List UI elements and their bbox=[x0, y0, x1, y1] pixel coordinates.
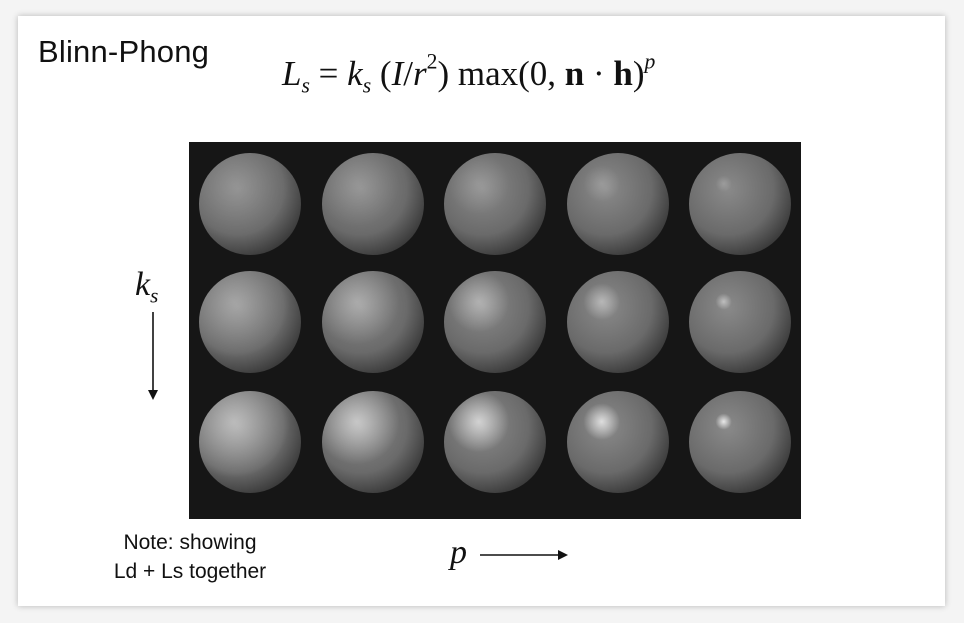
sphere-r2-c4 bbox=[567, 271, 669, 373]
sphere-r3-c1 bbox=[199, 391, 301, 493]
formula-slash: / bbox=[403, 54, 413, 93]
sphere-r1-c1 bbox=[199, 153, 301, 255]
sphere-r3-c3 bbox=[444, 391, 546, 493]
sphere-r3-c5 bbox=[689, 391, 791, 493]
p-axis-label: p bbox=[450, 534, 467, 571]
sphere-grid-image bbox=[189, 142, 801, 519]
sphere-r3-c4 bbox=[567, 391, 669, 493]
formula-paren-open: ( bbox=[379, 54, 392, 93]
ks-axis-label-sub: s bbox=[150, 283, 159, 308]
down-arrow-icon bbox=[148, 312, 158, 400]
formula-k-sub: s bbox=[362, 73, 372, 98]
blinn-phong-formula: Ls = ks (I/r2) max(0, n · h)p bbox=[282, 49, 656, 98]
sphere-r2-c5 bbox=[689, 271, 791, 373]
formula-h: h bbox=[613, 54, 633, 93]
ks-axis-label: ks bbox=[135, 266, 159, 308]
sphere-r3-c2 bbox=[322, 391, 424, 493]
sphere-r1-c2 bbox=[322, 153, 424, 255]
formula-n: n bbox=[564, 54, 585, 93]
sphere-r1-c4 bbox=[567, 153, 669, 255]
right-arrow-icon bbox=[480, 550, 568, 560]
formula-k: k bbox=[347, 54, 363, 93]
formula-dot: · bbox=[584, 54, 614, 93]
formula-r-exp: 2 bbox=[426, 49, 438, 74]
sphere-r2-c3 bbox=[444, 271, 546, 373]
note-line-1: Note: showing bbox=[123, 531, 257, 554]
note-text: Note: showing Ld + Ls together bbox=[90, 528, 290, 586]
sphere-r2-c1 bbox=[199, 271, 301, 373]
slide-title: Blinn-Phong bbox=[38, 34, 210, 69]
note-line-2: Ld + Ls together bbox=[113, 560, 267, 583]
formula-r: r bbox=[412, 54, 427, 93]
formula-lhs-sub: s bbox=[301, 73, 310, 98]
formula-exponent-p: p bbox=[644, 49, 656, 74]
sphere-r1-c3 bbox=[444, 153, 546, 255]
formula-paren-close: ) bbox=[437, 54, 450, 93]
formula-I: I bbox=[391, 54, 404, 93]
formula-lhs: L bbox=[282, 54, 302, 93]
sphere-r1-c5 bbox=[689, 153, 791, 255]
formula-max: max(0, bbox=[457, 54, 565, 93]
sphere-r2-c2 bbox=[322, 271, 424, 373]
ks-axis-label-k: k bbox=[135, 266, 151, 303]
slide: Blinn-Phong Ls = ks (I/r2) max(0, n · h)… bbox=[18, 16, 945, 606]
formula-close: ) bbox=[632, 54, 645, 93]
